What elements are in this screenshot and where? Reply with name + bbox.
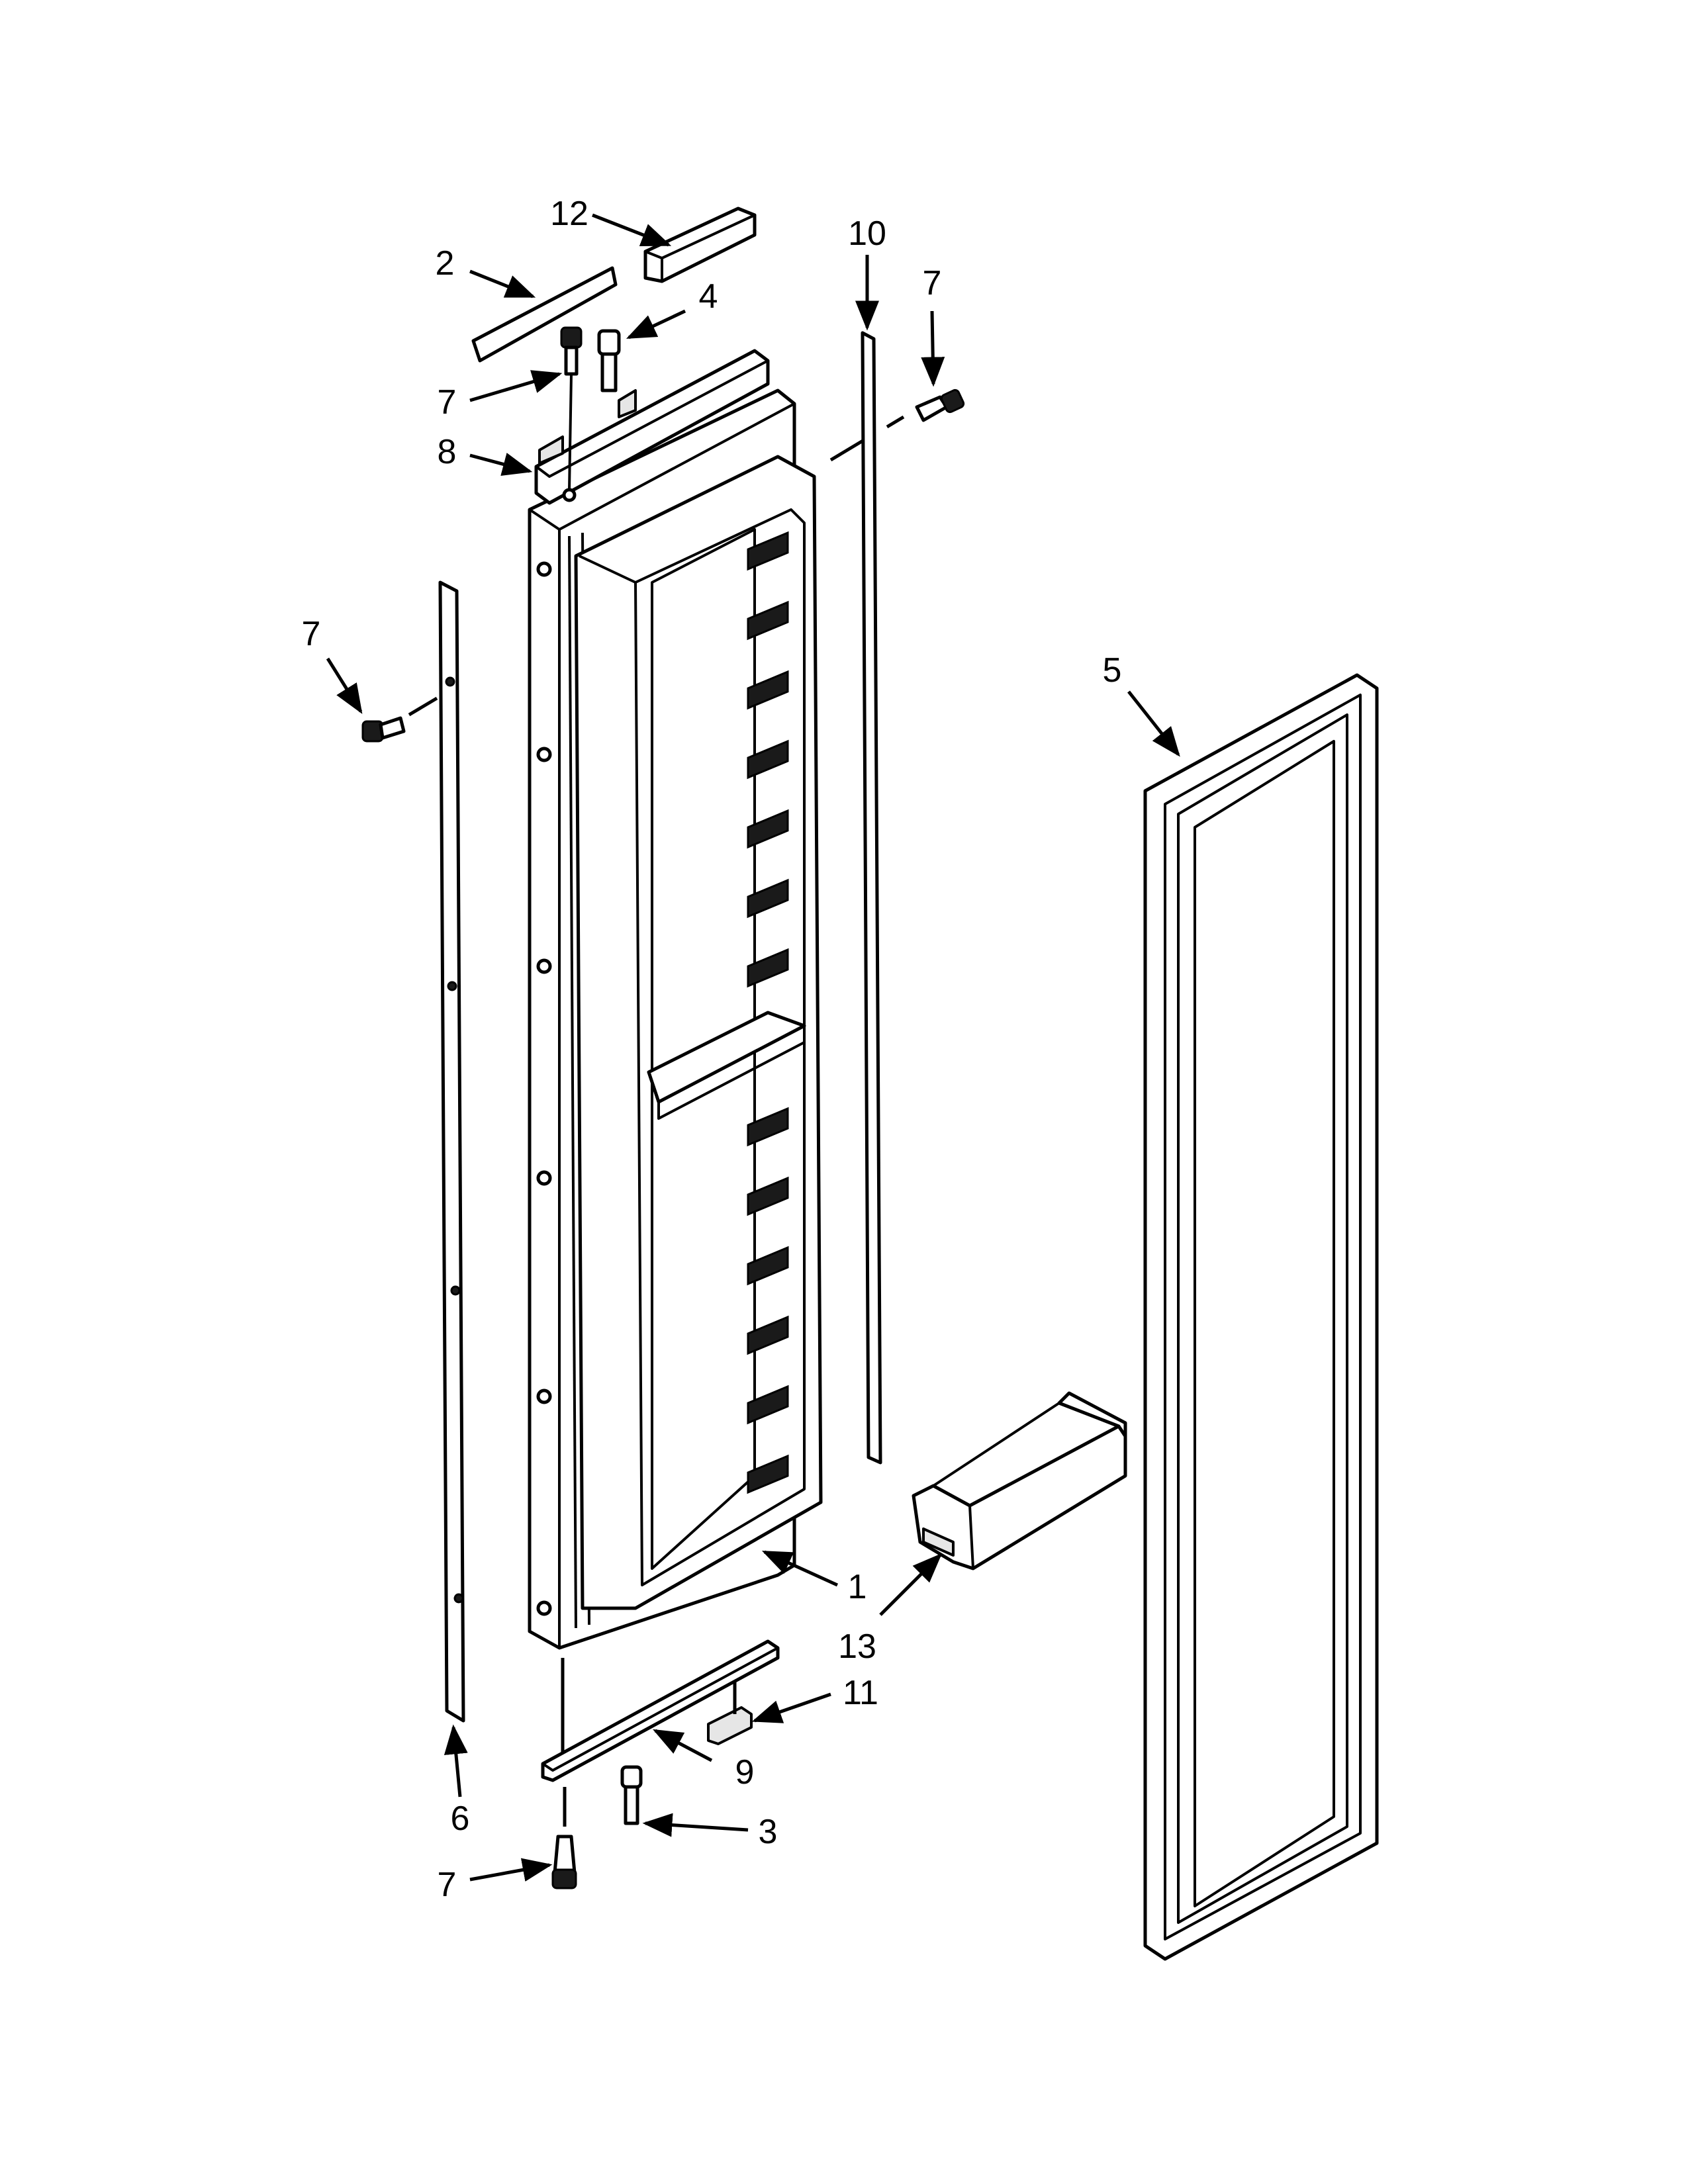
bottom-bracket-part-9 — [541, 1639, 780, 1782]
callout-12: 12 — [550, 195, 588, 233]
frame-holes — [536, 561, 552, 1616]
alignment-lines — [408, 415, 905, 1827]
door-gasket-part-5 — [1143, 673, 1379, 1961]
top-cap-part-12 — [643, 206, 757, 283]
side-trim-part-6 — [438, 580, 465, 1723]
screw-left — [361, 716, 406, 743]
callout-7-bottom: 7 — [438, 1866, 457, 1904]
callout-10: 10 — [848, 214, 886, 253]
top-trim-part-2 — [471, 266, 618, 363]
callout-6: 6 — [451, 1799, 470, 1838]
callout-8: 8 — [438, 433, 457, 471]
door-liner-part-1 — [528, 388, 823, 1650]
screw-top-right — [915, 388, 965, 422]
callout-7-left: 7 — [302, 615, 321, 653]
callout-labels: 1 2 3 4 5 6 7 7 7 7 8 9 10 11 12 13 — [302, 195, 1122, 1904]
screw-bottom — [551, 1835, 577, 1889]
callout-9: 9 — [735, 1753, 755, 1792]
screw-top-left — [560, 326, 583, 502]
callout-3: 3 — [759, 1813, 778, 1851]
callout-4: 4 — [699, 277, 718, 316]
hinge-pin-part-4 — [597, 329, 621, 392]
callout-13: 13 — [838, 1627, 876, 1666]
bracket-clip-part-11 — [707, 1706, 753, 1745]
top-hinge-plate-part-8 — [534, 349, 770, 505]
callout-2: 2 — [436, 244, 455, 283]
callout-11: 11 — [843, 1674, 878, 1712]
leader-lines — [326, 213, 1180, 1882]
callout-7-top-right: 7 — [923, 264, 942, 302]
bin-cleats — [747, 531, 789, 1494]
hinge-pin-part-3 — [620, 1765, 643, 1825]
door-bin-part-13 — [912, 1391, 1127, 1570]
callout-1: 1 — [848, 1568, 867, 1606]
side-trim-part-10 — [861, 331, 882, 1465]
callout-7-top-left: 7 — [438, 383, 457, 422]
callout-5: 5 — [1103, 651, 1122, 690]
